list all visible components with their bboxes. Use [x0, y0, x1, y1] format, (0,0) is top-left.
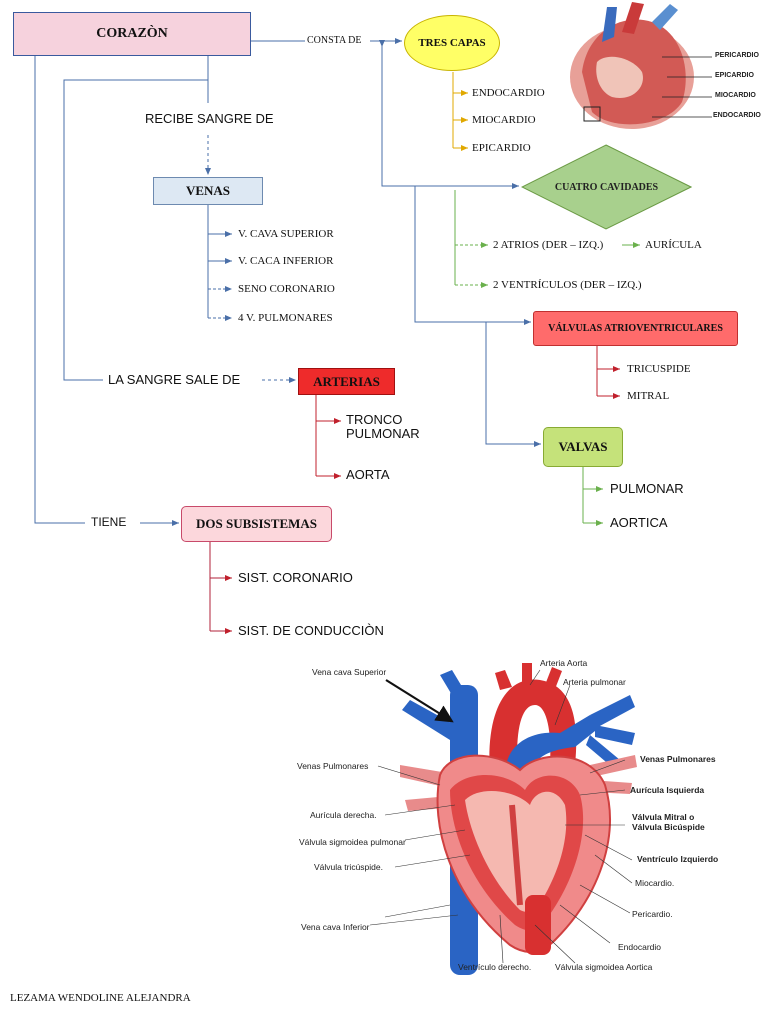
venas-node: VENAS — [153, 177, 263, 205]
fig-arteria-pulmonar: Arteria pulmonar — [563, 677, 626, 687]
vena-cava-superior: V. CAVA SUPERIOR — [238, 228, 334, 240]
fig-vena-cava-inferior: Vena cava Inferior — [301, 922, 370, 932]
sist-coronario: SIST. CORONARIO — [238, 570, 353, 585]
capa-epicardio: EPICARDIO — [472, 142, 531, 154]
fig-valvula-sigmoidea-aortica: Válvula sigmoidea Aortica — [555, 962, 653, 972]
recibe-sangre-label: RECIBE SANGRE DE — [145, 111, 274, 126]
valvulas-title: VÁLVULAS ATRIOVENTRICULARES — [548, 323, 723, 334]
arterias-node: ARTERIAS — [298, 368, 395, 395]
fig-valvula-mitral: Válvula Mitral o Válvula Bicúspide — [632, 812, 705, 832]
fig-venas-pulmonares-left: Venas Pulmonares — [297, 761, 369, 771]
tiene-label: TIENE — [91, 515, 127, 529]
cuatro-cavidades-node: CUATRO CAVIDADES — [521, 144, 692, 230]
ventriculos-label: 2 VENTRÍCULOS (DER – IZQ.) — [493, 279, 642, 291]
tronco-pulmonar: TRONCO PULMONAR — [346, 412, 420, 442]
vena-cava-inferior: V. CACA INFERIOR — [238, 255, 334, 267]
valvas-title: VALVAS — [558, 439, 608, 454]
valvula-tricuspide: TRICUSPIDE — [627, 363, 691, 375]
consta-de-label: CONSTA DE — [307, 35, 362, 46]
fig-auricula-izquierda: Aurícula Isquierda — [630, 785, 705, 795]
fig-ventriculo-derecho: Ventrículo derecho. — [458, 962, 532, 972]
corazon-node: CORAZÒN — [13, 12, 251, 56]
venas-title: VENAS — [185, 183, 231, 198]
dos-subsistemas-node: DOS SUBSISTEMAS — [181, 506, 332, 542]
layers-pericardio: PERICARDIO — [715, 52, 759, 59]
valva-aortica: AORTICA — [610, 515, 668, 530]
fig-valvula-sigmoidea-pulmonar: Válvula sigmoidea pulmonar — [299, 837, 406, 847]
seno-coronario: SENO CORONARIO — [238, 283, 335, 295]
tres-capas-title: TRES CAPAS — [418, 37, 486, 49]
sist-conduccion: SIST. DE CONDUCCIÒN — [238, 623, 384, 638]
dos-subsistemas-title: DOS SUBSISTEMAS — [195, 516, 318, 531]
venas-pulmonares: 4 V. PULMONARES — [238, 312, 333, 324]
atrios-label: 2 ATRIOS (DER – IZQ.) — [493, 239, 604, 251]
fig-venas-pulmonares-right: Venas Pulmonares — [640, 754, 716, 764]
capa-miocardio: MIOCARDIO — [472, 114, 536, 126]
layers-endocardio: ENDOCARDIO — [713, 112, 761, 119]
fig-pericardio: Pericardio. — [632, 909, 673, 919]
fig-miocardio: Miocardio. — [635, 878, 675, 888]
fig-endocardio: Endocardio — [618, 942, 662, 952]
author-name: LEZAMA WENDOLINE ALEJANDRA — [10, 992, 191, 1004]
valvulas-atrioventriculares-node: VÁLVULAS ATRIOVENTRICULARES — [533, 311, 738, 346]
fig-ventriculo-izquierdo: Ventrículo Izquierdo — [637, 854, 719, 864]
fig-auricula-derecha: Aurícula derecha. — [310, 810, 377, 820]
layers-miocardio: MIOCARDIO — [715, 92, 756, 99]
heart-anatomy-figure — [369, 663, 637, 975]
fig-vena-cava-superior: Vena cava Superior — [312, 667, 387, 677]
sangre-sale-label: LA SANGRE SALE DE — [108, 372, 241, 387]
valvula-mitral: MITRAL — [627, 390, 670, 402]
capa-endocardio: ENDOCARDIO — [472, 87, 545, 99]
fig-valvula-tricuspide: Válvula tricúspide. — [314, 862, 383, 872]
corazon-title: CORAZÒN — [96, 26, 168, 41]
heart-layers-figure — [570, 2, 712, 129]
valvas-node: VALVAS — [543, 427, 623, 467]
valva-pulmonar: PULMONAR — [610, 481, 684, 496]
fig-arteria-aorta: Arteria Aorta — [540, 658, 588, 668]
tres-capas-node: TRES CAPAS — [404, 15, 500, 71]
arterias-title: ARTERIAS — [313, 373, 380, 389]
cuatro-cavidades-title: CUATRO CAVIDADES — [554, 181, 659, 193]
auricula-label: AURÍCULA — [645, 239, 702, 251]
aorta: AORTA — [346, 467, 390, 482]
diamond-shape — [521, 144, 692, 230]
layers-epicardio: EPICARDIO — [715, 72, 754, 79]
